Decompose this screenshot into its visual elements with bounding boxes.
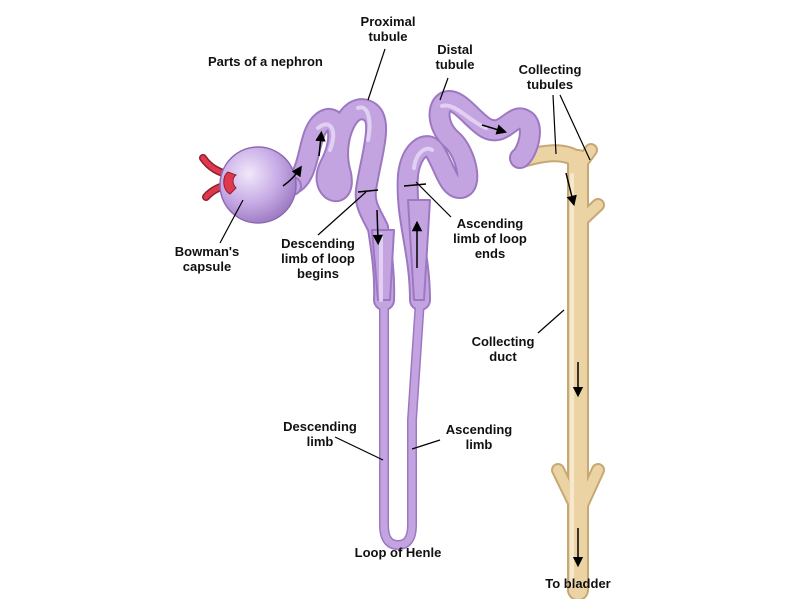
label-to-bladder: To bladder bbox=[545, 576, 611, 591]
flow-arrow bbox=[282, 165, 302, 187]
flow-arrow bbox=[315, 130, 326, 157]
bowmans-capsule bbox=[219, 146, 302, 224]
flow-arrow bbox=[372, 209, 384, 246]
flow-arrow bbox=[481, 124, 508, 135]
label-loop-of-henle: Loop of Henle bbox=[354, 545, 442, 560]
nephron-tubule bbox=[279, 90, 541, 550]
leader-lines bbox=[219, 48, 591, 461]
collecting-duct bbox=[510, 143, 605, 599]
diagram-title: Parts of a nephron bbox=[208, 54, 323, 69]
segment-boundaries bbox=[357, 183, 427, 193]
flow-arrows bbox=[282, 124, 584, 568]
flow-arrow bbox=[565, 172, 577, 207]
